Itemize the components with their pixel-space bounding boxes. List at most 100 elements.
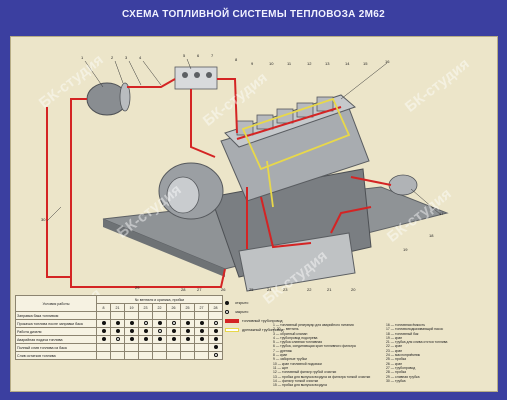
parts-list-item: 2, 20 — вентиль: [273, 327, 299, 332]
row-label: Полный слив топлива из бака: [15, 343, 97, 352]
open-dot-icon: [199, 329, 204, 333]
open-dot-icon: [101, 321, 106, 325]
filter-cap-3: [206, 72, 212, 78]
valve-number: 26: [166, 303, 181, 312]
valve-state-cell: [152, 343, 167, 352]
row-label: Аварийная подача топлива: [15, 335, 97, 344]
valve-state-cell: [180, 327, 195, 336]
parts-list: 1 — топливный резервуар для аварийного п…: [273, 323, 495, 387]
closed-dot-icon: [213, 353, 218, 357]
callout-17: 17: [439, 211, 444, 216]
valve-number: 23: [138, 303, 153, 312]
parts-list-item: 13 — пробка для выпуска воздуха из фильт…: [273, 374, 371, 379]
closed-dot-icon: [115, 337, 120, 341]
valve-state-cell: [124, 327, 139, 336]
parts-list-item: 21 — трубка для слива отстоя топлива: [386, 340, 448, 345]
parts-list-item: 23 — кран: [386, 348, 403, 353]
callout-10: 10: [269, 61, 274, 66]
valve-state-cell: [194, 327, 209, 336]
valve-state-cell: [124, 311, 139, 320]
callout-1: 1: [81, 55, 84, 60]
filter-cap-2: [194, 72, 200, 78]
symbol-closed: закрыто: [225, 310, 285, 314]
valve-number: 8: [96, 303, 111, 312]
valve-state-cell: [124, 343, 139, 352]
valve-state-cell: [166, 351, 181, 360]
table-row: Заправка бака топливом: [15, 311, 223, 320]
valve-number: 27: [194, 303, 209, 312]
table-row: Аварийная подача топлива: [15, 335, 223, 344]
valve-state-cell: [138, 327, 153, 336]
symbol-drain-line: дренажный трубопровод: [225, 328, 285, 332]
callout-5: 5: [183, 53, 186, 58]
fuel-pump: [388, 174, 418, 196]
open-dot-icon: [115, 329, 120, 333]
valve-state-cell: [96, 311, 111, 320]
callout-28: 28: [181, 287, 186, 292]
fuel-reservoir-cap: [119, 82, 131, 112]
parts-list-item: 29 — сливная трубка: [386, 374, 420, 379]
drain-line-swatch: [225, 328, 239, 332]
open-dot-icon: [199, 337, 204, 341]
table-row: Слив остатков топлива: [15, 351, 223, 360]
callout-2: 2: [111, 55, 114, 60]
filter-cap-1: [182, 72, 188, 78]
open-dot-icon: [199, 321, 204, 325]
open-dot-icon: [185, 329, 190, 333]
fuel-line-swatch: [225, 319, 239, 323]
valve-state-cell: [110, 335, 125, 344]
symbol-legend: открыто закрыто топливный трубопровод др…: [225, 301, 285, 337]
closed-dot-icon: [143, 321, 148, 325]
open-dot-icon: [101, 329, 106, 333]
callout-24: 24: [267, 287, 272, 292]
parts-list-item: 22 — кран: [386, 344, 403, 349]
valve-state-cell: [96, 335, 111, 344]
callout-23: 23: [283, 287, 288, 292]
valve-state-cell: [208, 327, 223, 336]
valve-state-cell: [194, 343, 209, 352]
symbol-open: открыто: [225, 301, 285, 305]
symbol-fuel-line: топливный трубопровод: [225, 319, 285, 323]
callout-13: 13: [325, 61, 330, 66]
valve-state-cell: [96, 343, 111, 352]
parts-list-item: 26 — кран: [386, 361, 403, 366]
valve-number: 19: [124, 303, 139, 312]
poster-title: СХЕМА ТОПЛИВНОЙ СИСТЕМЫ ТЕПЛОВОЗА 2М62: [122, 9, 385, 20]
fuel-lines: [46, 78, 392, 288]
parts-list-item: 3 — обратный клапан: [273, 331, 308, 336]
open-dot-icon: [101, 337, 106, 341]
callout-7: 7: [211, 53, 214, 58]
parts-list-item: 24 — маслоприёмник: [386, 353, 420, 358]
row-label: Работа дизеля: [15, 327, 97, 336]
open-dot-icon: [213, 345, 218, 349]
valve-state-cell: [124, 319, 139, 328]
open-dot-icon: [171, 329, 176, 333]
parts-list-item: 5 — трубка сливная топливная: [273, 340, 323, 345]
valve-state-cell: [180, 335, 195, 344]
valve-state-cell: [110, 351, 125, 360]
parts-list-item: 1 — топливный резервуар для аварийного п…: [273, 323, 354, 327]
valve-state-cell: [166, 311, 181, 320]
valve-state-cell: [180, 351, 195, 360]
parts-list-item: 6 — трубка, соединяющая кран топливного …: [273, 344, 356, 349]
valve-state-cell: [208, 351, 223, 360]
closed-dot-icon: [213, 321, 218, 325]
callout-11: 11: [287, 61, 292, 66]
table-row: Работа дизеля: [15, 327, 223, 336]
valve-state-cell: [138, 343, 153, 352]
parts-list-item: 19 — кран: [386, 335, 403, 340]
fuel-tank: [238, 232, 356, 292]
open-dot-icon: [213, 337, 218, 341]
callout-19: 19: [403, 247, 408, 252]
parts-list-item: 18 — топливный бак: [386, 331, 419, 336]
callout-leaders: [46, 58, 442, 222]
open-dot-icon: [171, 337, 176, 341]
valve-state-cell: [166, 319, 181, 328]
callout-18: 18: [429, 233, 434, 238]
table-header-mode: Условия работы: [15, 295, 97, 312]
callout-8: 8: [235, 57, 238, 62]
